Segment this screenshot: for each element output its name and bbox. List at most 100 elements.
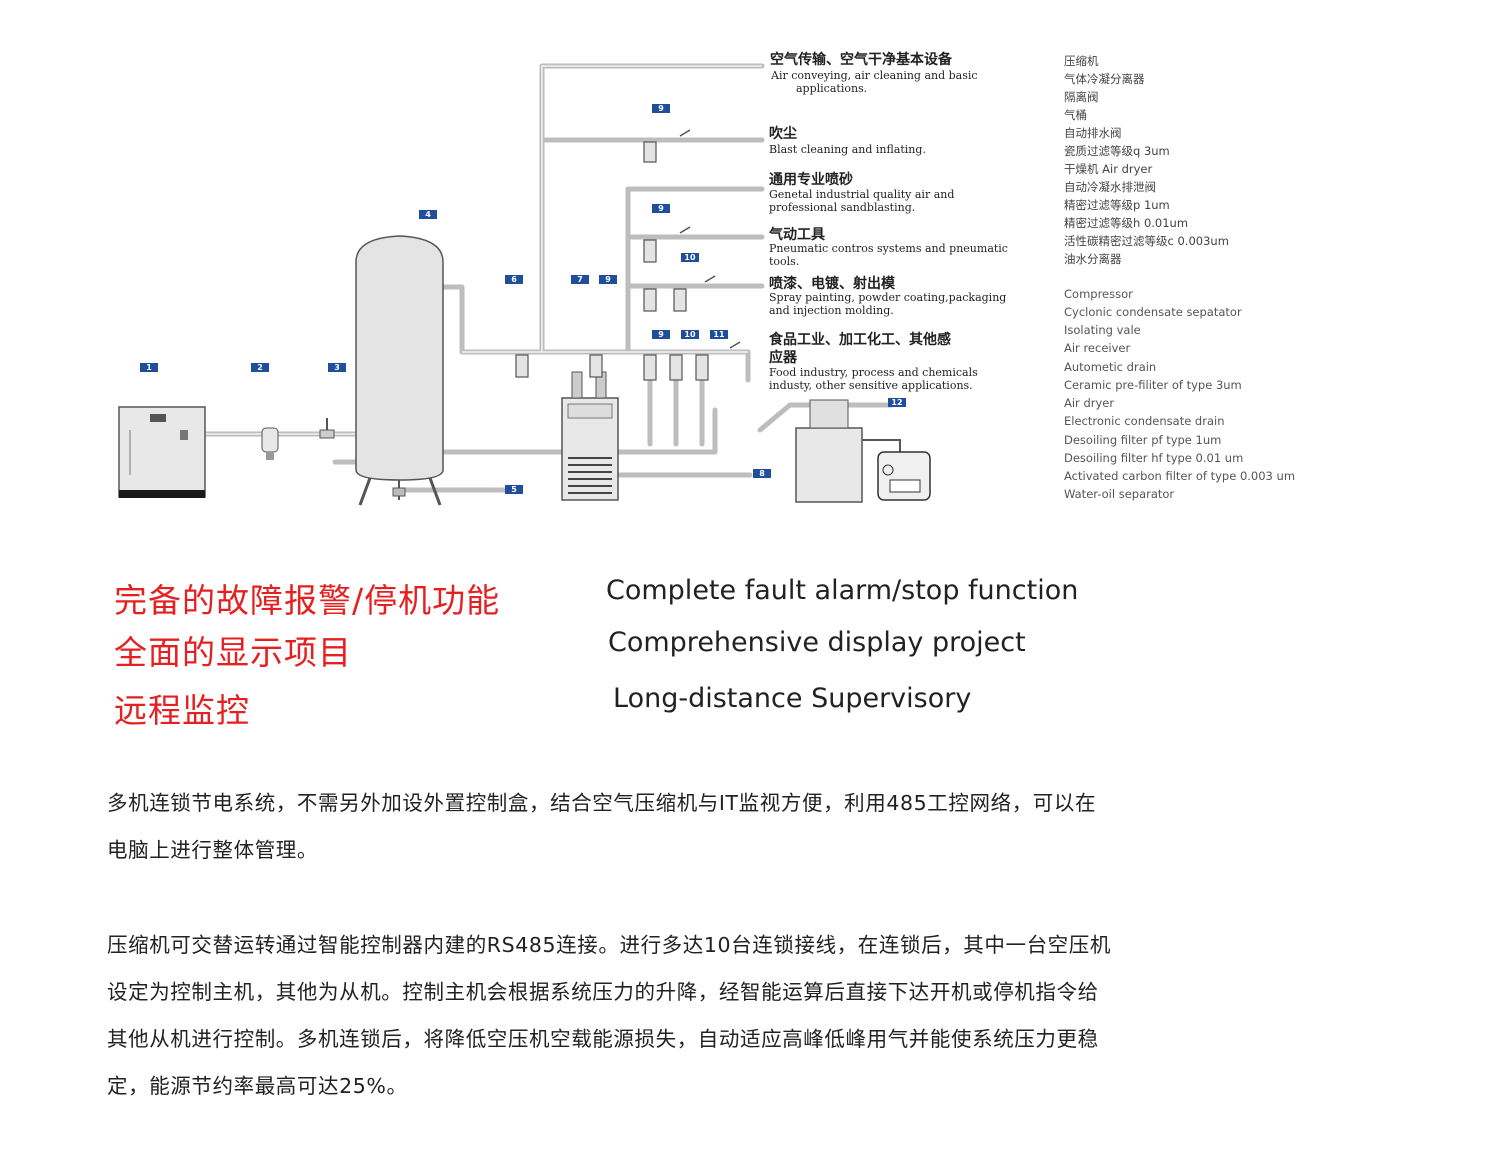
- compressed-air-system-diagram: 1 2 3 4 5 6 7 8 9 9 9 9 10 10 11 12 空气传输…: [118, 51, 1295, 506]
- tag-badge: [571, 275, 589, 284]
- legend-item: 精密过滤等级p 1um: [1064, 198, 1170, 212]
- feature-cn: 完备的故障报警/停机功能: [114, 581, 501, 620]
- filter-cartridge: [673, 288, 687, 312]
- feature-cn: 全面的显示项目: [114, 633, 352, 672]
- tag-badge: [681, 253, 699, 262]
- legend-english: Compressor Cyclonic condensate sepatator…: [1064, 287, 1295, 501]
- tag-badge: [505, 485, 523, 494]
- filter-cartridge: [643, 141, 657, 163]
- application-cn: 应器: [769, 349, 798, 366]
- application-cn: 喷漆、电镀、射出模: [769, 275, 896, 292]
- tag-label: 7: [577, 275, 583, 284]
- description-paragraph: 多机连锁节电系统，不需另外加设外置控制盒，结合空气压缩机与IT监视方便，利用48…: [107, 780, 1412, 874]
- feature-en: Complete fault alarm/stop function: [606, 575, 1079, 606]
- application-en: Genetal industrial quality air and: [769, 188, 954, 201]
- legend-item: 精密过滤等级h 0.01um: [1064, 216, 1188, 230]
- legend-item: Electronic condensate drain: [1064, 414, 1225, 428]
- application-cn: 空气传输、空气干净基本设备: [770, 51, 953, 68]
- application-cn: 吹尘: [769, 125, 797, 142]
- application-en: and injection molding.: [769, 304, 894, 317]
- paragraph-line: 电脑上进行整体管理。: [107, 838, 318, 862]
- tag-badge: [888, 398, 906, 407]
- tag-label: 6: [511, 275, 517, 284]
- legend-item: Water-oil separator: [1064, 487, 1174, 501]
- air-receiver-tank: [355, 235, 444, 506]
- number-tags: 1 2 3 4 5 6 7 8 9 9 9 9 10 10 11 12: [140, 104, 906, 494]
- application-cn: 气动工具: [768, 226, 825, 243]
- tag-badge: [328, 363, 346, 372]
- legend-item: Desoiling filter pf type 1um: [1064, 433, 1221, 447]
- tag-label: 12: [891, 398, 902, 407]
- tag-badge: [419, 210, 437, 219]
- tag-label: 11: [713, 330, 725, 339]
- tag-badge: [599, 275, 617, 284]
- feature-en: Comprehensive display project: [608, 627, 1026, 658]
- paragraph-line: 设定为控制主机，其他为从机。控制主机会根据系统压力的升降，经智能运算后直接下达开…: [107, 980, 1099, 1004]
- tag-label: 3: [334, 363, 340, 372]
- legend-item: Air receiver: [1064, 341, 1130, 355]
- application-cn: 通用专业喷砂: [769, 171, 853, 188]
- application-labels: 空气传输、空气干净基本设备 Air conveying, air cleanin…: [768, 51, 1008, 392]
- application-en: Food industry, process and chemicals: [769, 366, 978, 379]
- filter-cartridge: [643, 354, 657, 381]
- filter-cartridge: [515, 354, 529, 378]
- filter-cartridge: [643, 288, 657, 312]
- feature-en: Long-distance Supervisory: [613, 683, 972, 714]
- valves: [679, 129, 741, 349]
- tag-badge: [140, 363, 158, 372]
- tag-label: 4: [425, 210, 431, 219]
- filter-cartridge: [589, 354, 603, 378]
- tag-label: 8: [759, 469, 765, 478]
- compressor-unit: [118, 406, 206, 498]
- application-en: professional sandblasting.: [769, 201, 915, 214]
- tag-label: 9: [658, 330, 664, 339]
- tag-label: 1: [146, 363, 152, 372]
- legend-item: 隔离阀: [1064, 90, 1099, 104]
- tag-badge: [251, 363, 269, 372]
- tag-badge: [681, 330, 699, 339]
- application-cn: 食品工业、加工化工、其他感: [769, 331, 951, 348]
- legend-item: Cyclonic condensate sepatator: [1064, 305, 1242, 319]
- legend-item: Activated carbon filter of type 0.003 um: [1064, 469, 1295, 483]
- tag-badge: [753, 469, 771, 478]
- filters: [515, 141, 709, 381]
- legend-item: Ceramic pre-filiter of type 3um: [1064, 378, 1242, 392]
- paragraph-line: 压缩机可交替运转通过智能控制器内建的RS485连接。进行多达10台连锁接线，在连…: [107, 933, 1111, 957]
- legend-item: 瓷质过滤等级q 3um: [1064, 144, 1170, 158]
- legend-item: 油水分离器: [1064, 252, 1122, 266]
- application-en: industy, other sensitive applications.: [769, 379, 973, 392]
- tag-badge: [652, 104, 670, 113]
- filter-cartridge: [669, 354, 683, 381]
- legend-item: Desoiling filter hf type 0.01 um: [1064, 451, 1243, 465]
- air-dryer-unit: [561, 371, 619, 501]
- application-en: Spray painting, powder coating,packaging: [769, 291, 1006, 304]
- legend-item: Autometic drain: [1064, 360, 1156, 374]
- legend-item: 活性碳精密过滤等级c 0.003um: [1064, 234, 1229, 248]
- paragraph-line: 定，能源节约率最高可达25%。: [107, 1074, 408, 1098]
- tag-label: 9: [605, 275, 611, 284]
- description-paragraph: 压缩机可交替运转通过智能控制器内建的RS485连接。进行多达10台连锁接线，在连…: [107, 922, 1412, 1110]
- legend-item: 自动冷凝水排泄阀: [1064, 180, 1156, 194]
- application-en: Air conveying, air cleaning and basic: [770, 69, 978, 82]
- legend-chinese: 压缩机 气体冷凝分离器 隔离阀 气桶 自动排水阀 瓷质过滤等级q 3um 干燥机…: [1064, 54, 1229, 266]
- legend-item: 气体冷凝分离器: [1064, 72, 1145, 86]
- legend-item: 自动排水阀: [1064, 126, 1122, 140]
- feature-list: 完备的故障报警/停机功能 全面的显示项目 远程监控 Complete fault…: [0, 570, 1500, 740]
- paragraph-line: 其他从机进行控制。多机连锁后，将降低空压机空载能源损失，自动适应高峰低峰用气并能…: [107, 1027, 1099, 1051]
- tag-label: 5: [511, 485, 517, 494]
- feature-cn: 远程监控: [114, 691, 250, 730]
- filter-cartridge: [643, 239, 657, 263]
- application-en: Blast cleaning and inflating.: [769, 143, 926, 156]
- legend-item: 气桶: [1064, 108, 1087, 122]
- legend-item: 干燥机 Air dryer: [1064, 162, 1153, 176]
- tag-badge: [652, 330, 670, 339]
- isolating-valve: [319, 418, 335, 439]
- tag-badge: [652, 204, 670, 213]
- cyclonic-separator: [261, 427, 279, 460]
- legend-item: Isolating vale: [1064, 323, 1141, 337]
- application-en: applications.: [796, 82, 867, 95]
- tag-badge: [505, 275, 523, 284]
- paragraph-line: 多机连锁节电系统，不需另外加设外置控制盒，结合空气压缩机与IT监视方便，利用48…: [107, 791, 1097, 815]
- water-oil-separator: [795, 399, 931, 503]
- legend-item: 压缩机: [1064, 54, 1099, 68]
